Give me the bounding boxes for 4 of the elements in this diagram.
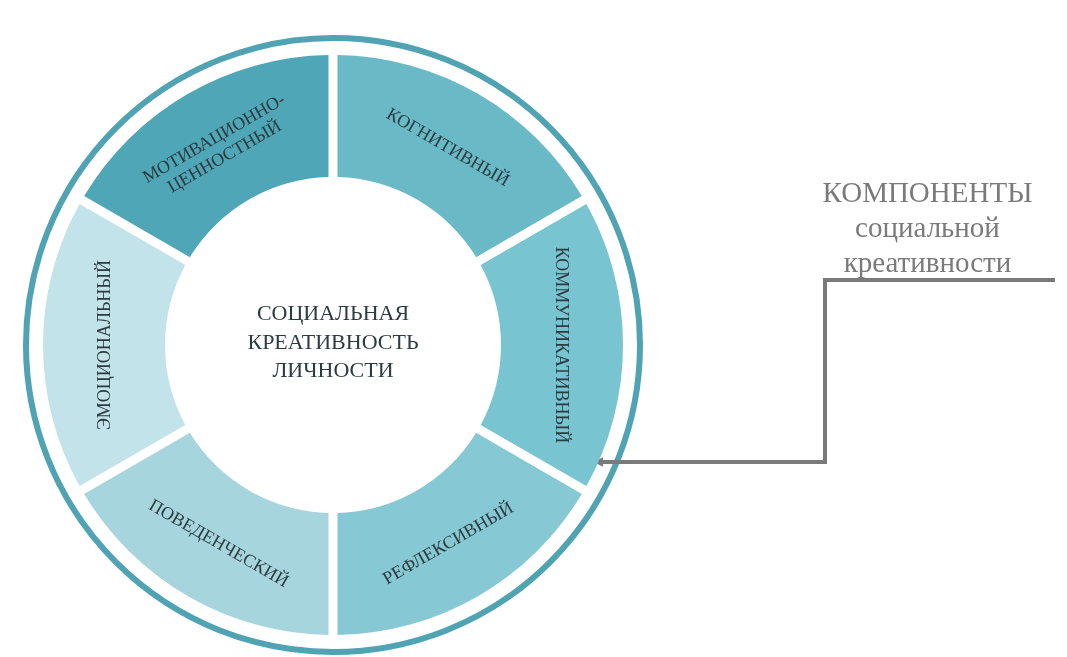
center-title: СОЦИАЛЬНАЯ КРЕАТИВНОСТЬ ЛИЧНОСТИ xyxy=(246,299,420,385)
segment-label: ЭМОЦИОНАЛЬНЫЙ xyxy=(93,259,115,431)
callout-text: КОМПОНЕНТЫ социальной креативности xyxy=(821,175,1034,280)
segment-label: КОММУНИКАТИВНЫЙ xyxy=(551,246,573,444)
